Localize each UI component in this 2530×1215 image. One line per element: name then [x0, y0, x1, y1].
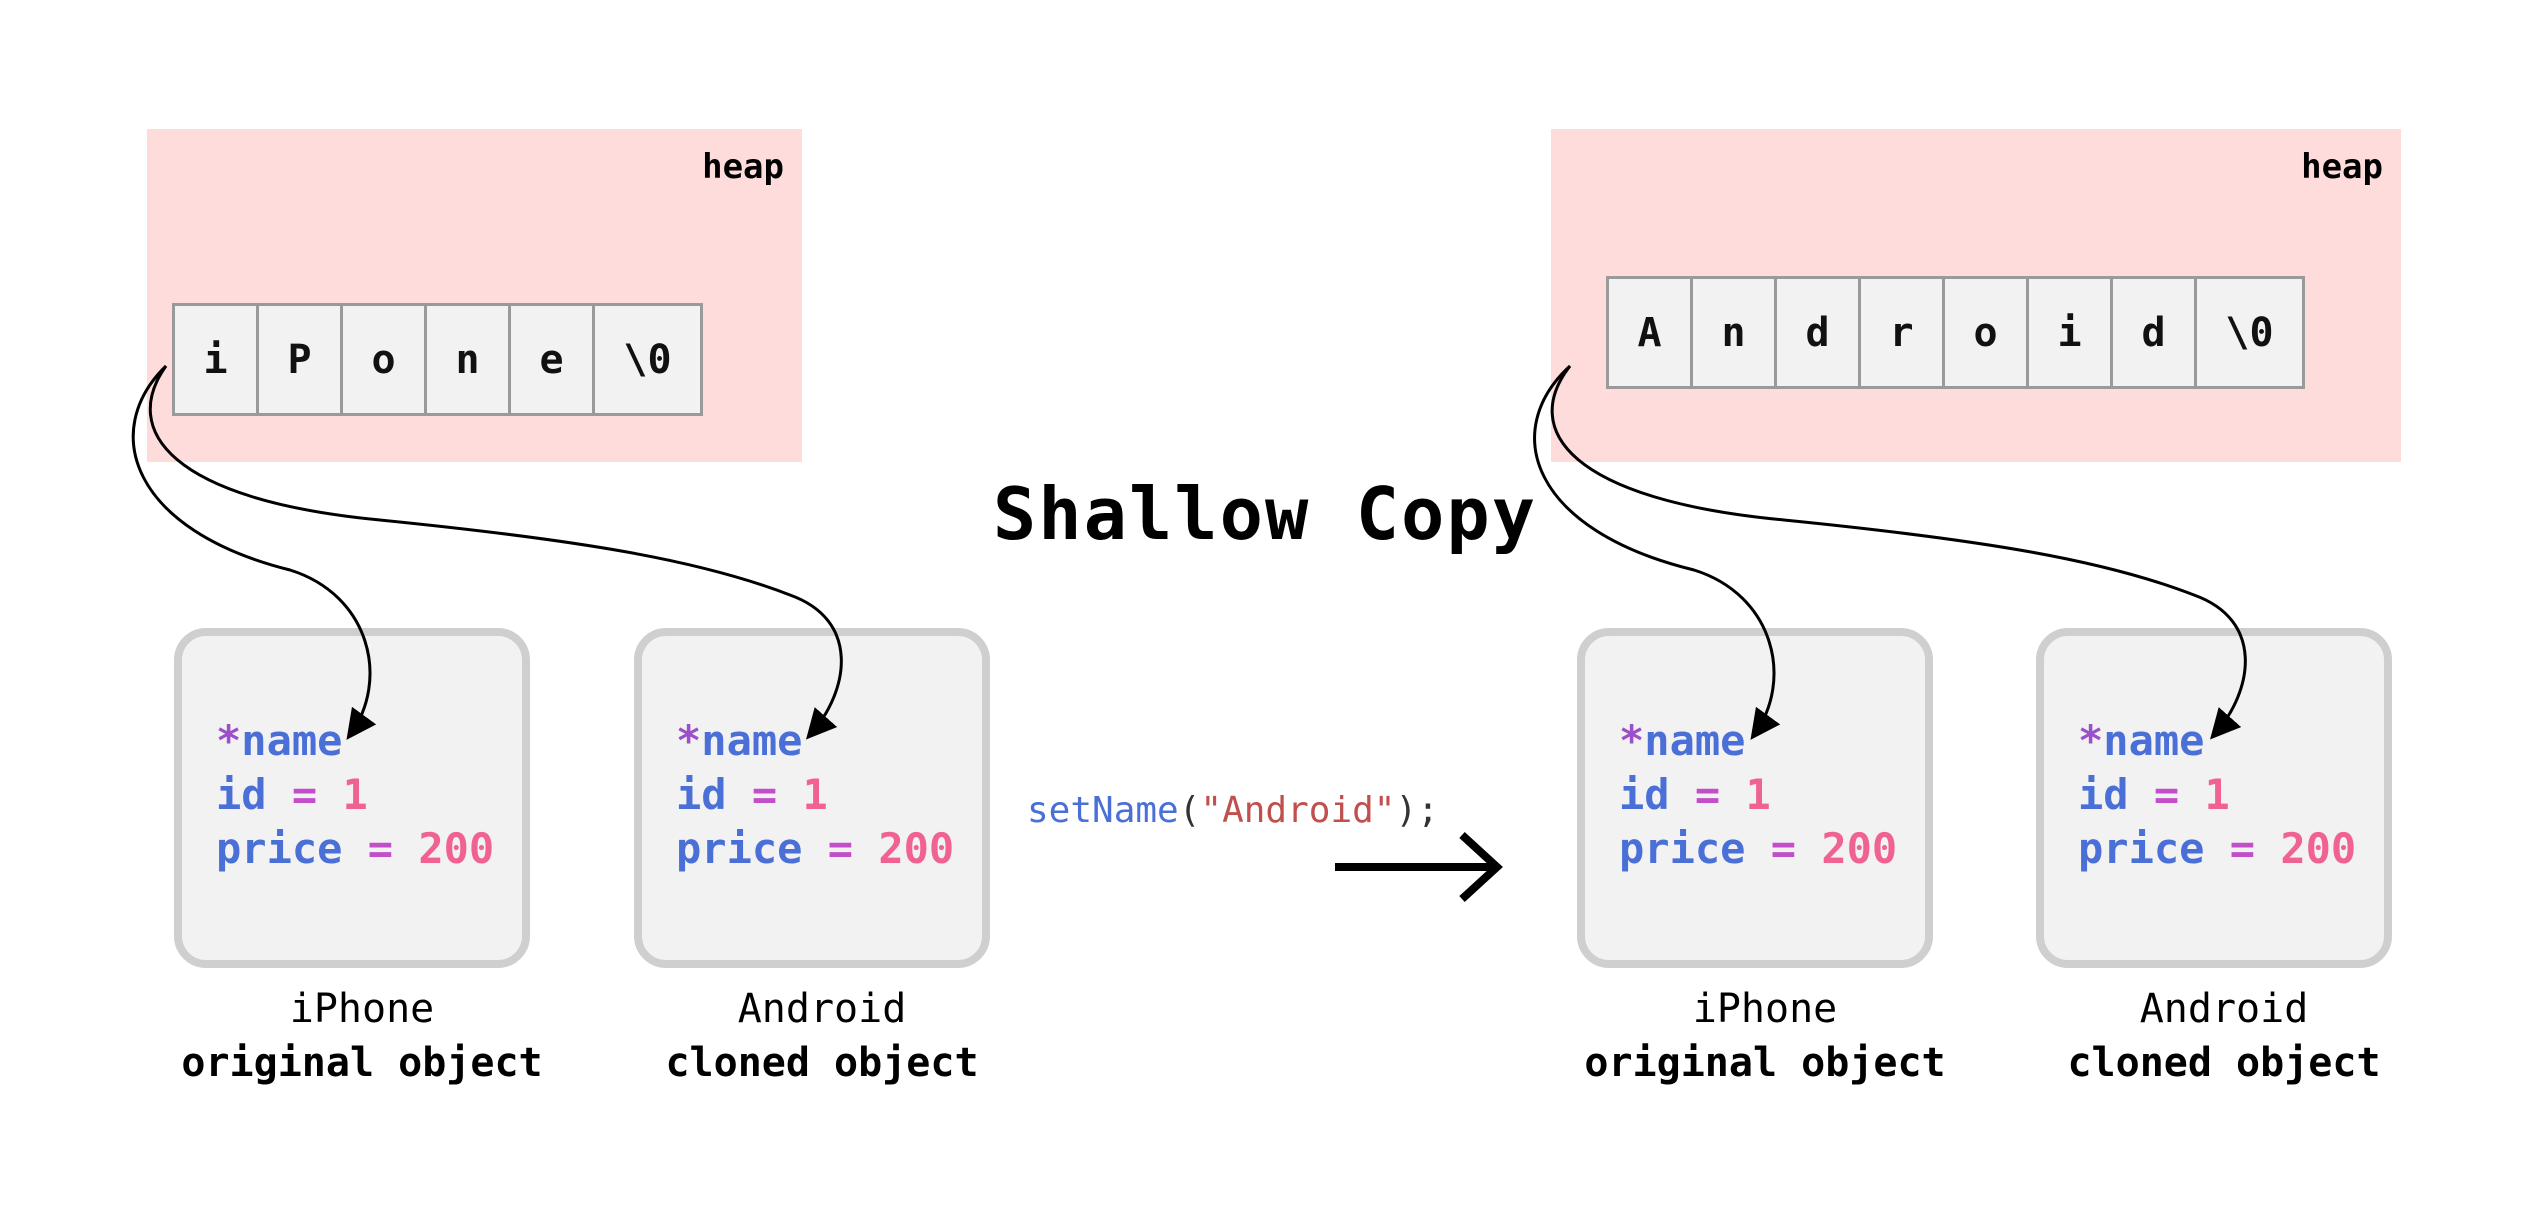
object-role: cloned object	[665, 1040, 979, 1086]
pointer-star: *	[676, 716, 702, 765]
field-name: name	[701, 716, 803, 765]
pointer-star: *	[1619, 716, 1645, 765]
field-id: id	[1619, 770, 1670, 819]
field-id: id	[2078, 770, 2129, 819]
field-price: price	[676, 824, 803, 873]
pointer-curve-cloned-before	[148, 365, 843, 740]
price-value: 200	[418, 824, 495, 873]
object-fields: *name id = 1 price = 200	[676, 714, 954, 876]
object-fields: *name id = 1 price = 200	[216, 714, 494, 876]
caption-original-before: iPhone original object	[152, 982, 572, 1090]
equals-sign: =	[1694, 770, 1721, 819]
field-price: price	[216, 824, 343, 873]
char-cell: d	[1777, 279, 1861, 386]
object-role: original object	[1584, 1040, 1946, 1086]
field-id: id	[676, 770, 727, 819]
object-box-original-before: *name id = 1 price = 200	[174, 628, 530, 968]
pointer-star: *	[2078, 716, 2104, 765]
field-id: id	[216, 770, 267, 819]
char-cell: o	[1945, 279, 2029, 386]
field-name: name	[241, 716, 343, 765]
id-value: 1	[342, 770, 368, 819]
method-call-label: setName("Android");	[1027, 790, 1439, 831]
field-price: price	[2078, 824, 2205, 873]
object-name: Android	[2139, 986, 2309, 1032]
object-fields: *name id = 1 price = 200	[2078, 714, 2356, 876]
open-paren: (	[1178, 790, 1201, 831]
object-box-cloned-before: *name id = 1 price = 200	[634, 628, 990, 968]
object-name: iPhone	[289, 986, 435, 1032]
char-cell-terminator: \0	[2225, 309, 2274, 356]
equals-sign: =	[2229, 824, 2256, 873]
price-value: 200	[2280, 824, 2357, 873]
char-cell-terminator: \0	[623, 336, 672, 383]
char-cell: e	[511, 306, 595, 413]
object-box-original-after: *name id = 1 price = 200	[1577, 628, 1933, 968]
field-name: name	[2103, 716, 2205, 765]
char-cell: n	[427, 306, 511, 413]
pointer-curve-cloned-after	[1550, 365, 2247, 740]
heap-label: heap	[2301, 147, 2383, 187]
equals-sign: =	[827, 824, 854, 873]
pointer-curve-original-after	[1533, 364, 1781, 740]
pointer-star: *	[216, 716, 242, 765]
id-value: 1	[2204, 770, 2230, 819]
char-cell: r	[1861, 279, 1945, 386]
pointer-curve-original-before	[131, 364, 377, 740]
id-value: 1	[1745, 770, 1771, 819]
caption-cloned-before: Android cloned object	[612, 982, 1032, 1090]
heap-label: heap	[702, 147, 784, 187]
equals-sign: =	[751, 770, 778, 819]
char-cell: i	[175, 306, 259, 413]
object-role: cloned object	[2067, 1040, 2381, 1086]
price-value: 200	[1821, 824, 1898, 873]
object-role: original object	[181, 1040, 543, 1086]
caption-cloned-after: Android cloned object	[2014, 982, 2434, 1090]
equals-sign: =	[367, 824, 394, 873]
close-paren: );	[1395, 790, 1439, 831]
char-cell: P	[259, 306, 343, 413]
string-argument: "Android"	[1200, 790, 1396, 831]
id-value: 1	[802, 770, 828, 819]
caption-original-after: iPhone original object	[1555, 982, 1975, 1090]
char-cell: A	[1609, 279, 1693, 386]
right-arrow-icon	[1335, 832, 1503, 902]
char-array-after: A n d r o i d \0	[1606, 276, 2305, 389]
price-value: 200	[878, 824, 955, 873]
equals-sign: =	[2153, 770, 2180, 819]
char-cell: o	[343, 306, 427, 413]
object-fields: *name id = 1 price = 200	[1619, 714, 1897, 876]
object-name: Android	[737, 986, 907, 1032]
field-price: price	[1619, 824, 1746, 873]
char-array-before: i P o n e \0	[172, 303, 703, 416]
object-box-cloned-after: *name id = 1 price = 200	[2036, 628, 2392, 968]
diagram-title: Shallow Copy	[992, 472, 1538, 556]
object-name: iPhone	[1692, 986, 1838, 1032]
char-cell: d	[2113, 279, 2197, 386]
equals-sign: =	[291, 770, 318, 819]
equals-sign: =	[1770, 824, 1797, 873]
char-cell: n	[1693, 279, 1777, 386]
char-cell: i	[2029, 279, 2113, 386]
field-name: name	[1644, 716, 1746, 765]
method-name: setName	[1027, 790, 1179, 831]
